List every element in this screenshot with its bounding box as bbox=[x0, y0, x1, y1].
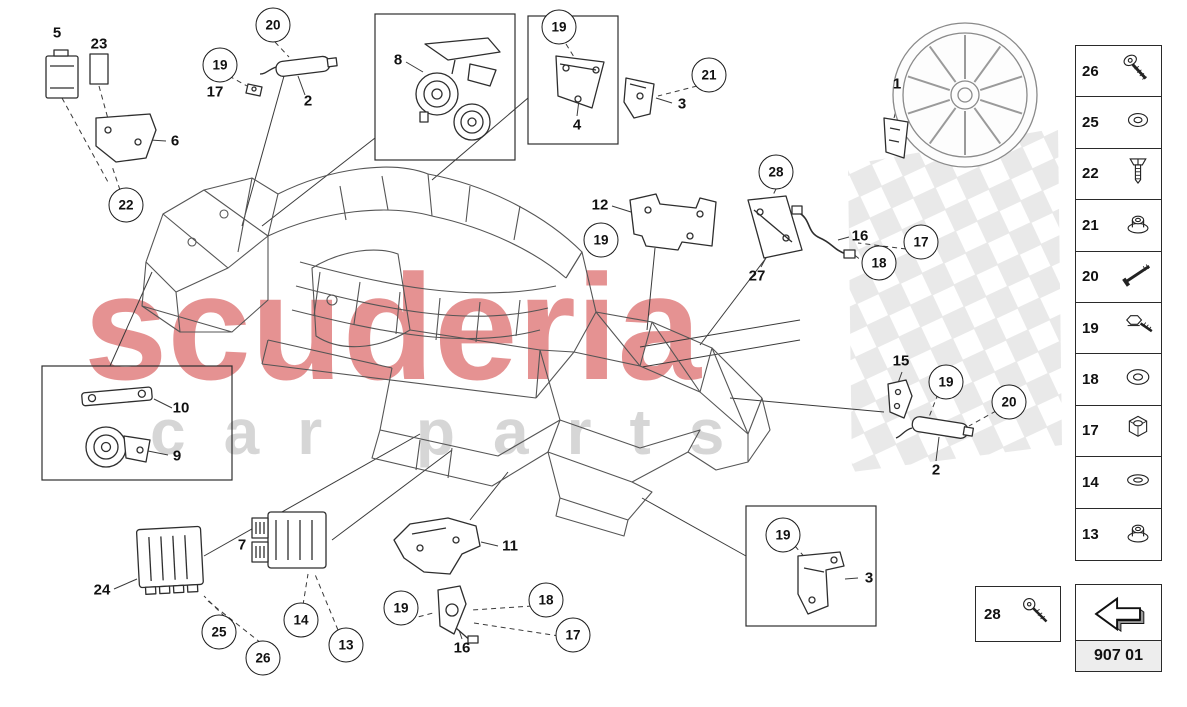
fastener-number: 21 bbox=[1082, 216, 1099, 234]
fastener-number: 17 bbox=[1082, 422, 1099, 440]
callout-18[interactable]: 18 bbox=[528, 582, 564, 618]
angled-screw-icon bbox=[1119, 50, 1157, 93]
callout-11[interactable]: 11 bbox=[502, 537, 518, 555]
callout-8[interactable]: 8 bbox=[393, 51, 403, 69]
callout-3[interactable]: 3 bbox=[864, 569, 874, 587]
callout-5[interactable]: 5 bbox=[52, 24, 62, 42]
callout-21[interactable]: 21 bbox=[691, 57, 727, 93]
callout-26[interactable]: 26 bbox=[245, 640, 281, 676]
callout-6[interactable]: 6 bbox=[170, 132, 180, 150]
callout-24[interactable]: 24 bbox=[93, 581, 111, 599]
washer-icon bbox=[1119, 101, 1157, 144]
callout-19[interactable]: 19 bbox=[202, 47, 238, 83]
callout-13[interactable]: 13 bbox=[328, 627, 364, 663]
callout-17[interactable]: 17 bbox=[555, 617, 591, 653]
fastener-cell-18[interactable]: 18 bbox=[1076, 354, 1161, 406]
callout-23[interactable]: 23 bbox=[90, 35, 108, 53]
fastener-number: 20 bbox=[1082, 268, 1099, 286]
callout-4[interactable]: 4 bbox=[572, 116, 582, 134]
callout-10[interactable]: 10 bbox=[172, 399, 190, 417]
callout-19[interactable]: 19 bbox=[928, 364, 964, 400]
callout-25[interactable]: 25 bbox=[201, 614, 237, 650]
fastener-reference-column: 26 25 22 21 20 19 18 17 bbox=[1075, 45, 1162, 561]
callout-16[interactable]: 16 bbox=[453, 639, 471, 657]
fastener-cell-26[interactable]: 26 bbox=[1076, 46, 1161, 98]
fastener-cell-17[interactable]: 17 bbox=[1076, 405, 1161, 458]
washer-icon bbox=[1119, 461, 1157, 504]
fastener-cell-20[interactable]: 20 bbox=[1076, 251, 1161, 303]
washer-icon bbox=[1119, 358, 1157, 401]
callout-19[interactable]: 19 bbox=[383, 590, 419, 626]
fastener-number: 28 bbox=[984, 605, 1001, 623]
callout-9[interactable]: 9 bbox=[172, 447, 182, 465]
fastener-number: 14 bbox=[1082, 473, 1099, 491]
callout-14[interactable]: 14 bbox=[283, 602, 319, 638]
callout-17[interactable]: 17 bbox=[206, 83, 224, 101]
fastener-cell-19[interactable]: 19 bbox=[1076, 303, 1161, 355]
stud-bolt-icon bbox=[1119, 255, 1157, 298]
page-code: 907 01 bbox=[1076, 640, 1161, 671]
page-code-box: 907 01 bbox=[1075, 584, 1162, 672]
fastener-number: 13 bbox=[1082, 525, 1099, 543]
callout-15[interactable]: 15 bbox=[892, 352, 910, 370]
callout-27[interactable]: 27 bbox=[748, 267, 766, 285]
callout-16[interactable]: 16 bbox=[851, 227, 869, 245]
machine-screw-icon bbox=[1119, 152, 1157, 195]
fastener-cell-21[interactable]: 21 bbox=[1076, 200, 1161, 252]
legend-box-28[interactable]: 28 bbox=[975, 586, 1061, 642]
callout-28[interactable]: 28 bbox=[758, 154, 794, 190]
callout-19[interactable]: 19 bbox=[541, 9, 577, 45]
callout-19[interactable]: 19 bbox=[583, 222, 619, 258]
fastener-cell-25[interactable]: 25 bbox=[1076, 97, 1161, 149]
callout-2[interactable]: 2 bbox=[303, 92, 313, 110]
fastener-number: 25 bbox=[1082, 114, 1099, 132]
back-arrow-icon[interactable] bbox=[1076, 585, 1161, 640]
callout-20[interactable]: 20 bbox=[255, 7, 291, 43]
flange-nut-icon bbox=[1119, 513, 1157, 556]
fastener-number: 26 bbox=[1082, 62, 1099, 80]
callout-3[interactable]: 3 bbox=[677, 95, 687, 113]
flange-nut-icon bbox=[1119, 204, 1157, 247]
callout-17[interactable]: 17 bbox=[903, 224, 939, 260]
callout-12[interactable]: 12 bbox=[591, 196, 609, 214]
fastener-number: 22 bbox=[1082, 165, 1099, 183]
callout-18[interactable]: 18 bbox=[861, 245, 897, 281]
flange-bolt-icon bbox=[1119, 307, 1157, 350]
callout-19[interactable]: 19 bbox=[765, 517, 801, 553]
fastener-cell-13[interactable]: 13 bbox=[1076, 508, 1161, 560]
round-head-screw-icon bbox=[1018, 593, 1056, 636]
fastener-cell-14[interactable]: 14 bbox=[1076, 457, 1161, 509]
hex-nut-icon bbox=[1119, 409, 1157, 452]
callout-1[interactable]: 1 bbox=[892, 75, 902, 93]
callout-2[interactable]: 2 bbox=[931, 461, 941, 479]
callout-22[interactable]: 22 bbox=[108, 187, 144, 223]
callout-20[interactable]: 20 bbox=[991, 384, 1027, 420]
fastener-cell-22[interactable]: 22 bbox=[1076, 148, 1161, 201]
fastener-number: 19 bbox=[1082, 319, 1099, 337]
callout-7[interactable]: 7 bbox=[237, 536, 247, 554]
fastener-number: 18 bbox=[1082, 371, 1099, 389]
